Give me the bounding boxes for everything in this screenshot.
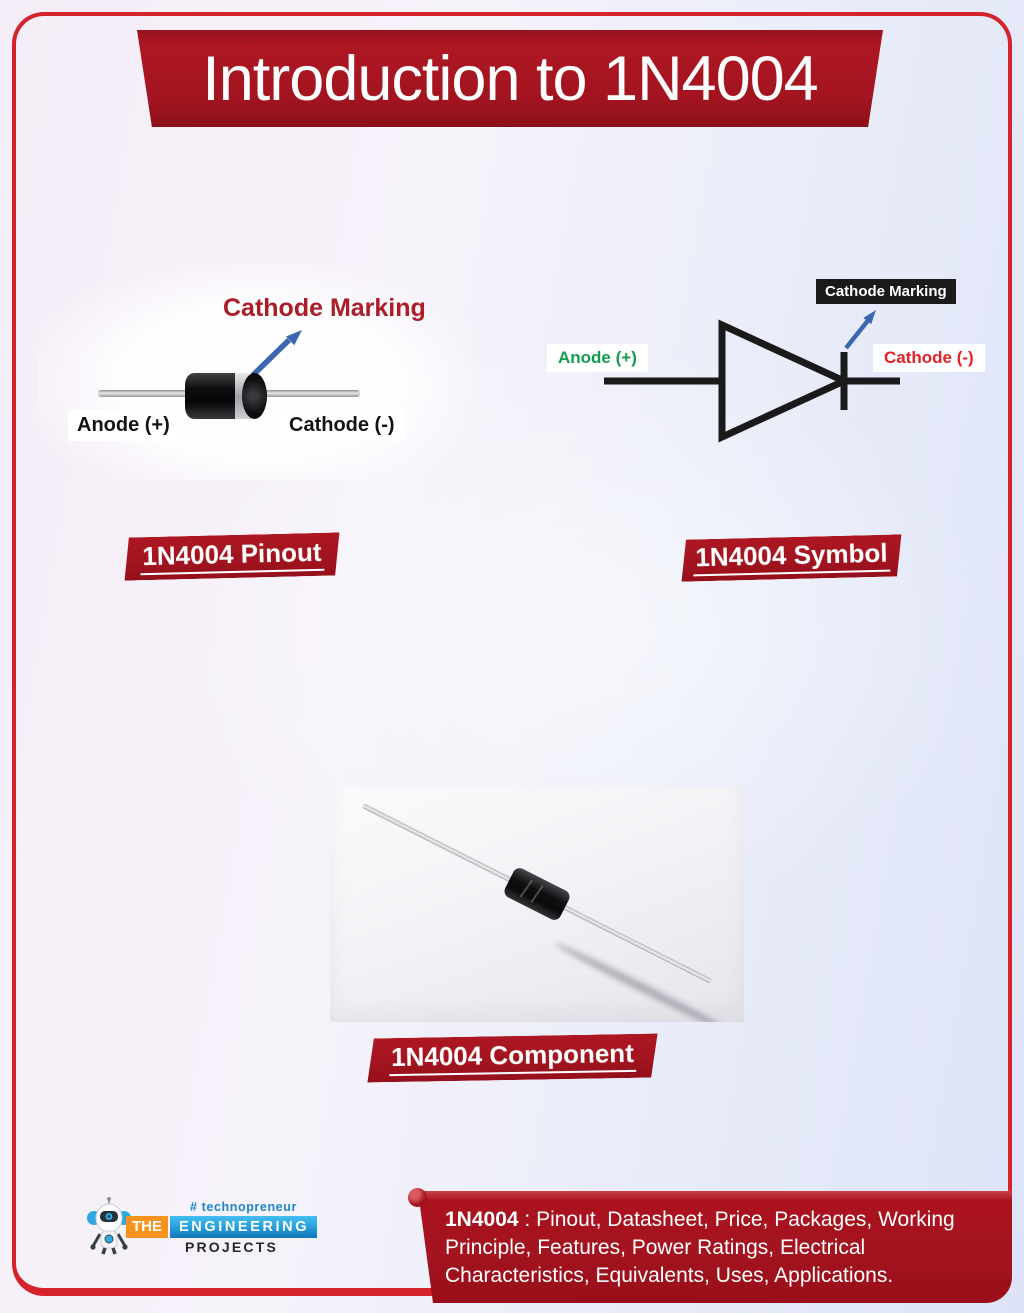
diode-symbol-icon bbox=[604, 319, 900, 443]
symbol-anode-label: Anode (+) bbox=[547, 344, 648, 372]
title-banner: Introduction to 1N4004 bbox=[137, 30, 883, 127]
summary-topics: : Pinout, Datasheet, Price, Packages, Wo… bbox=[445, 1208, 955, 1287]
page-title: Introduction to 1N4004 bbox=[202, 43, 818, 114]
symbol-arrow-icon bbox=[844, 310, 876, 350]
summary-part-number: 1N4004 bbox=[445, 1208, 519, 1231]
page-border-frame bbox=[12, 12, 1012, 1296]
symbol-cathode-label: Cathode (-) bbox=[873, 344, 985, 372]
banner-pin-dot bbox=[408, 1188, 427, 1207]
symbol-cathode-marking-label: Cathode Marking bbox=[816, 279, 956, 304]
symbol-caption-banner: 1N4004 Symbol bbox=[681, 534, 903, 581]
pinout-cathode-marking-label: Cathode Marking bbox=[223, 294, 426, 322]
brand-tagline: # technopreneur bbox=[190, 1200, 297, 1214]
pinout-diode-endcap bbox=[242, 373, 267, 419]
component-caption: 1N4004 Component bbox=[389, 1040, 636, 1076]
pinout-diode-body bbox=[185, 373, 267, 419]
component-caption-banner: 1N4004 Component bbox=[367, 1033, 659, 1082]
brand-word-projects: PROJECTS bbox=[184, 1239, 278, 1255]
summary-banner: 1N4004 : Pinout, Datasheet, Price, Packa… bbox=[418, 1191, 1012, 1303]
component-diode-body bbox=[502, 865, 572, 923]
brand-word-the: THE bbox=[126, 1216, 168, 1238]
pinout-anode-label: Anode (+) bbox=[68, 410, 179, 441]
pinout-caption-banner: 1N4004 Pinout bbox=[124, 532, 341, 580]
component-photo bbox=[330, 786, 744, 1022]
pinout-arrow-icon bbox=[248, 330, 302, 380]
pinout-cathode-label: Cathode (-) bbox=[280, 410, 404, 441]
pinout-caption: 1N4004 Pinout bbox=[140, 538, 324, 574]
symbol-caption: 1N4004 Symbol bbox=[693, 540, 890, 577]
brand-logo: THE ENGINEERING bbox=[126, 1216, 318, 1238]
brand-word-engineering: ENGINEERING bbox=[170, 1216, 318, 1238]
